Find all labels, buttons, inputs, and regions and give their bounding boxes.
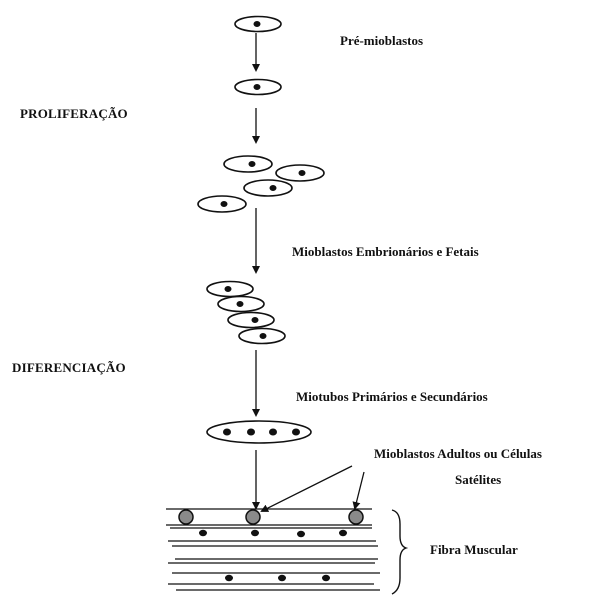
- myoblast-cell: [243, 179, 293, 197]
- satellite-cell: [178, 509, 194, 525]
- fiber-nuclei: [199, 529, 347, 582]
- label-differentiation: DIFERENCIAÇÃO: [12, 360, 126, 375]
- pre-myoblast-cell: [234, 78, 282, 96]
- myoblast-cell: [197, 195, 247, 213]
- myoblast-cell: [206, 280, 254, 298]
- label-satellite-cells-line1: Mioblastos Adultos ou Células: [374, 446, 542, 461]
- pre-myoblast-cell: [234, 15, 282, 33]
- fiber-brace: [391, 509, 409, 595]
- label-embryonic-myoblasts: Mioblastos Embrionários e Fetais: [292, 244, 479, 259]
- embryonic-myoblast-stack: [206, 280, 286, 345]
- muscle-fiber: [166, 508, 380, 591]
- myoblast-cell: [275, 164, 325, 182]
- myoblast-cell: [223, 155, 273, 173]
- satellite-cell: [348, 509, 364, 525]
- pointer-to-satellite-right: [352, 471, 365, 510]
- label-satellite-cells-line2: Satélites: [455, 472, 502, 487]
- label-proliferation: PROLIFERAÇÃO: [20, 106, 128, 121]
- label-muscle-fiber: Fibra Muscular: [430, 542, 518, 557]
- myotube: [206, 420, 312, 444]
- label-pre-myoblasts: Pré-mioblastos: [340, 33, 424, 48]
- myoblast-cell: [238, 327, 286, 345]
- proliferating-myoblast-cluster: [197, 155, 325, 213]
- pointer-to-satellite-center: [260, 465, 353, 512]
- label-myotubes: Miotubos Primários e Secundários: [296, 389, 488, 404]
- satellite-cell: [245, 509, 261, 525]
- myoblast-cell: [217, 295, 265, 313]
- myoblast-cell: [227, 311, 275, 329]
